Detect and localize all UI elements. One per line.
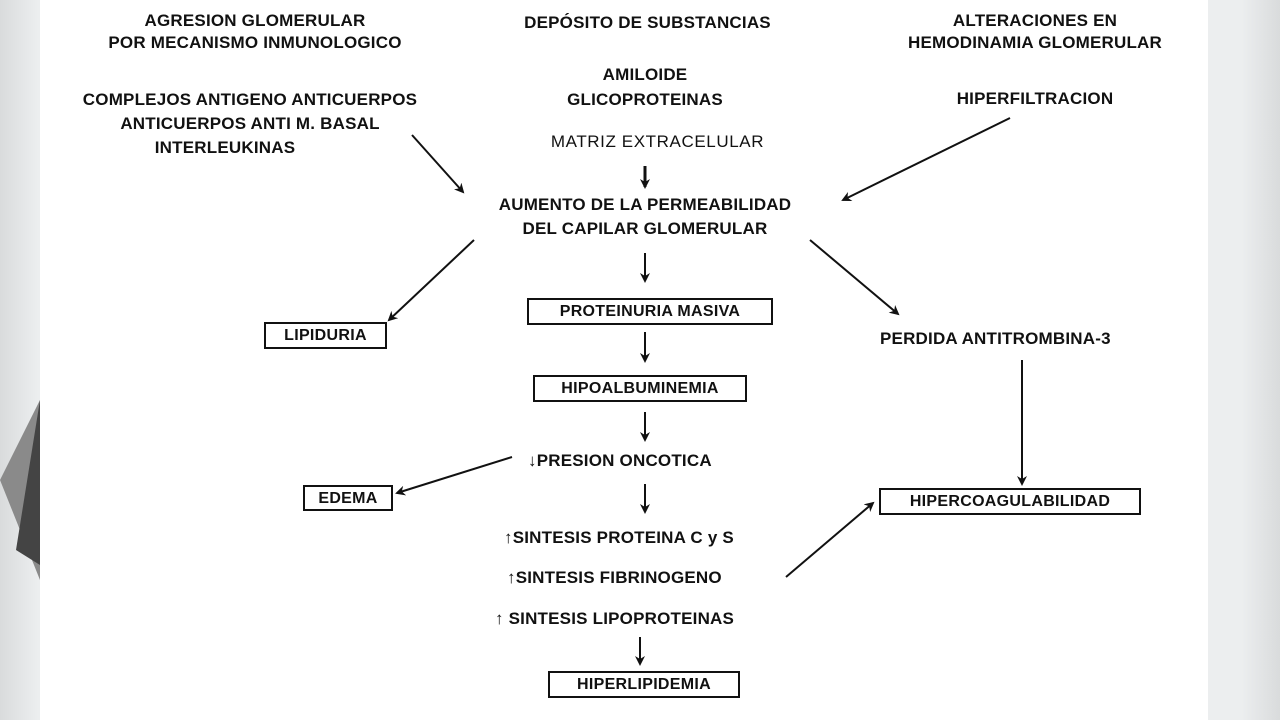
- header-hemo-line1: ALTERACIONES EN: [952, 11, 1118, 30]
- box-hypercoagulability: HIPERCOAGULABILIDAD: [879, 488, 1141, 515]
- immune-cause-1: ANTICUERPOS ANTI M. BASAL: [120, 114, 380, 133]
- arrow-center-to-lipiduria: [387, 239, 475, 322]
- header-immune-line2: POR MECANISMO INMUNOLOGICO: [108, 33, 402, 52]
- header-deposit: DEPÓSITO DE SUBSTANCIAS: [524, 13, 771, 32]
- box-proteinuria: PROTEINURIA MASIVA: [527, 298, 773, 325]
- arrow-oncotic-to-edema: [395, 456, 513, 496]
- arrow-fibrinogen-to-hypercoag: [785, 501, 875, 578]
- box-edema: EDEMA: [303, 485, 393, 511]
- header-immune: AGRESION GLOMERULAR POR MECANISMO INMUNO…: [70, 10, 440, 54]
- deposit-item-1: GLICOPROTEINAS: [567, 90, 723, 109]
- center-line1: AUMENTO DE LA PERMEABILIDAD: [498, 195, 792, 214]
- node-synth-fibrinogen: ↑SINTESIS FIBRINOGENO: [507, 568, 722, 587]
- node-synth-lipoproteins: ↑ SINTESIS LIPOPROTEINAS: [495, 609, 735, 628]
- box-hyperlipidemia: HIPERLIPIDEMIA: [548, 671, 740, 698]
- diagram-paper: [40, 0, 1208, 720]
- deposit-item-2: MATRIZ EXTRACELULAR: [550, 132, 765, 151]
- center-permeability: AUMENTO DE LA PERMEABILIDAD DEL CAPILAR …: [455, 193, 835, 241]
- arrow-hemo-to-center: [841, 117, 1011, 201]
- header-hemodynamics: ALTERACIONES EN HEMODINAMIA GLOMERULAR: [870, 10, 1200, 54]
- deposit-item-0: AMILOIDE: [602, 65, 688, 84]
- header-hemo-line2: HEMODINAMIA GLOMERULAR: [907, 33, 1163, 52]
- node-oncotic-pressure: ↓PRESION ONCOTICA: [528, 451, 712, 470]
- immune-causes-list: COMPLEJOS ANTIGENO ANTICUERPOS ANTICUERP…: [40, 88, 460, 160]
- hemo-item: HIPERFILTRACION: [956, 89, 1114, 108]
- box-hypoalbuminemia: HIPOALBUMINEMIA: [533, 375, 747, 402]
- center-line2: DEL CAPILAR GLOMERULAR: [522, 219, 768, 238]
- arrow-center-to-antithrombin: [809, 239, 900, 316]
- decorative-triangle-dark: [16, 400, 40, 565]
- box-lipiduria: LIPIDURIA: [264, 322, 387, 349]
- immune-cause-2: INTERLEUKINAS: [154, 138, 296, 157]
- immune-cause-0: COMPLEJOS ANTIGENO ANTICUERPOS: [82, 90, 418, 109]
- node-synth-protein: ↑SINTESIS PROTEINA C y S: [504, 528, 734, 547]
- header-immune-line1: AGRESION GLOMERULAR: [144, 11, 366, 30]
- arrow-immune-to-center: [411, 134, 465, 194]
- node-antithrombin: PERDIDA ANTITROMBINA-3: [880, 329, 1111, 348]
